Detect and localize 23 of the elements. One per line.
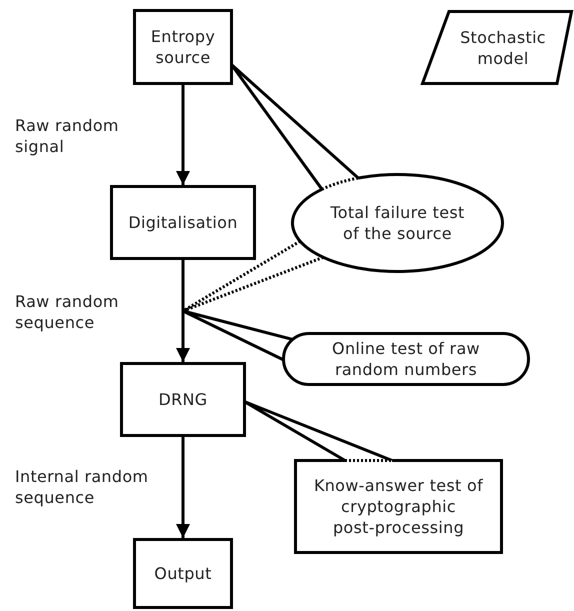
flow-label: Raw random sequence bbox=[15, 291, 120, 333]
process-box bbox=[133, 538, 233, 609]
arrow bbox=[176, 260, 190, 362]
arrow bbox=[176, 437, 190, 538]
rounded-callout bbox=[282, 332, 530, 386]
callout-box bbox=[294, 459, 503, 554]
process-box bbox=[120, 362, 246, 437]
node-text: Digitalisation bbox=[128, 212, 238, 233]
node-text: Total failure test of the source bbox=[329, 202, 466, 244]
process-box bbox=[110, 185, 256, 260]
node-text: Output bbox=[154, 563, 212, 584]
callout-tail bbox=[182, 240, 325, 312]
node-text: Know-answer test of cryptographic post-processing bbox=[312, 475, 484, 538]
data-parallelogram bbox=[421, 10, 573, 85]
callout-tail bbox=[182, 310, 294, 362]
process-box bbox=[133, 9, 233, 85]
node-text: Entropy source bbox=[150, 26, 216, 68]
node-text: Online test of raw random numbers bbox=[331, 338, 481, 380]
node-text: DRNG bbox=[158, 389, 208, 410]
flow-label: Internal random sequence bbox=[15, 466, 150, 508]
node-text: Stochastic model bbox=[459, 26, 547, 68]
arrow bbox=[176, 85, 190, 185]
flow-label: Raw random signal bbox=[15, 115, 120, 157]
